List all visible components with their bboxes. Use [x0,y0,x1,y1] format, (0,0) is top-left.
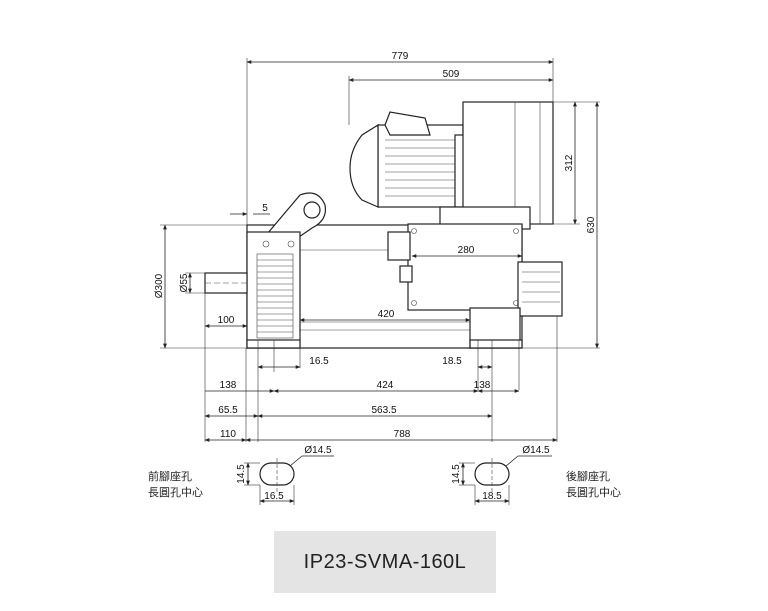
dim-65-5: 65.5 [218,405,238,416]
front-foot-note-line1: 前腳座孔 [148,469,192,483]
dim-563-5: 563.5 [371,405,396,416]
blower-housing [462,101,554,225]
dimension-lines [163,60,599,442]
dim-779: 779 [392,51,409,62]
aux-motor-body [377,124,464,208]
model-label-box: IP23-SVMA-160L [274,531,496,593]
aux-motor-fins [385,139,460,197]
aux-motor-end-cap [349,123,379,208]
dim-rear-hole-dia: Ø14.5 [522,445,550,456]
dim-312: 312 [564,154,575,171]
rear-foot [469,339,523,349]
dim-rear-hole-height: 14.5 [451,464,462,484]
terminal-box [407,223,523,311]
dim-138-front: 138 [220,380,237,391]
dim-138-rear: 138 [474,380,491,391]
dim-509: 509 [443,69,460,80]
dim-front-hole-dia: Ø14.5 [304,445,332,456]
cable-gland [387,231,411,261]
small-gland [399,265,413,283]
front-slot-detail [244,455,334,505]
model-name: IP23-SVMA-160L [303,550,467,573]
dim-630: 630 [586,216,597,233]
front-foot-note-line2: 長圓孔中心 [148,486,203,499]
dim-front-hole-width: 16.5 [264,491,284,502]
dim-110: 110 [220,429,236,440]
dim-18-5-top: 18.5 [442,356,462,367]
dim-100: 100 [218,315,235,326]
machine-outline [204,101,563,349]
dim-420: 420 [378,309,395,320]
rear-encoder [517,261,563,317]
aux-motor-terminal-box [384,111,431,136]
vent-slots [256,253,294,339]
lifting-eye-hole [303,201,321,219]
rear-slot-detail [459,455,552,505]
dim-788: 788 [394,429,411,440]
dim-rear-hole-width: 18.5 [482,491,502,502]
dim-424: 424 [377,380,394,391]
dim-300-dia: Ø300 [154,273,165,298]
dim-16-5-top: 16.5 [309,356,329,367]
front-foot [246,339,301,349]
dim-front-hole-height: 14.5 [236,464,247,484]
rear-foot-note-line2: 長圓孔中心 [566,486,621,499]
dim-280: 280 [458,245,475,256]
rear-foot-note-line1: 後腳座孔 [566,469,610,483]
dim-55-dia: Ø55 [179,273,190,292]
dim-5: 5 [262,203,268,214]
